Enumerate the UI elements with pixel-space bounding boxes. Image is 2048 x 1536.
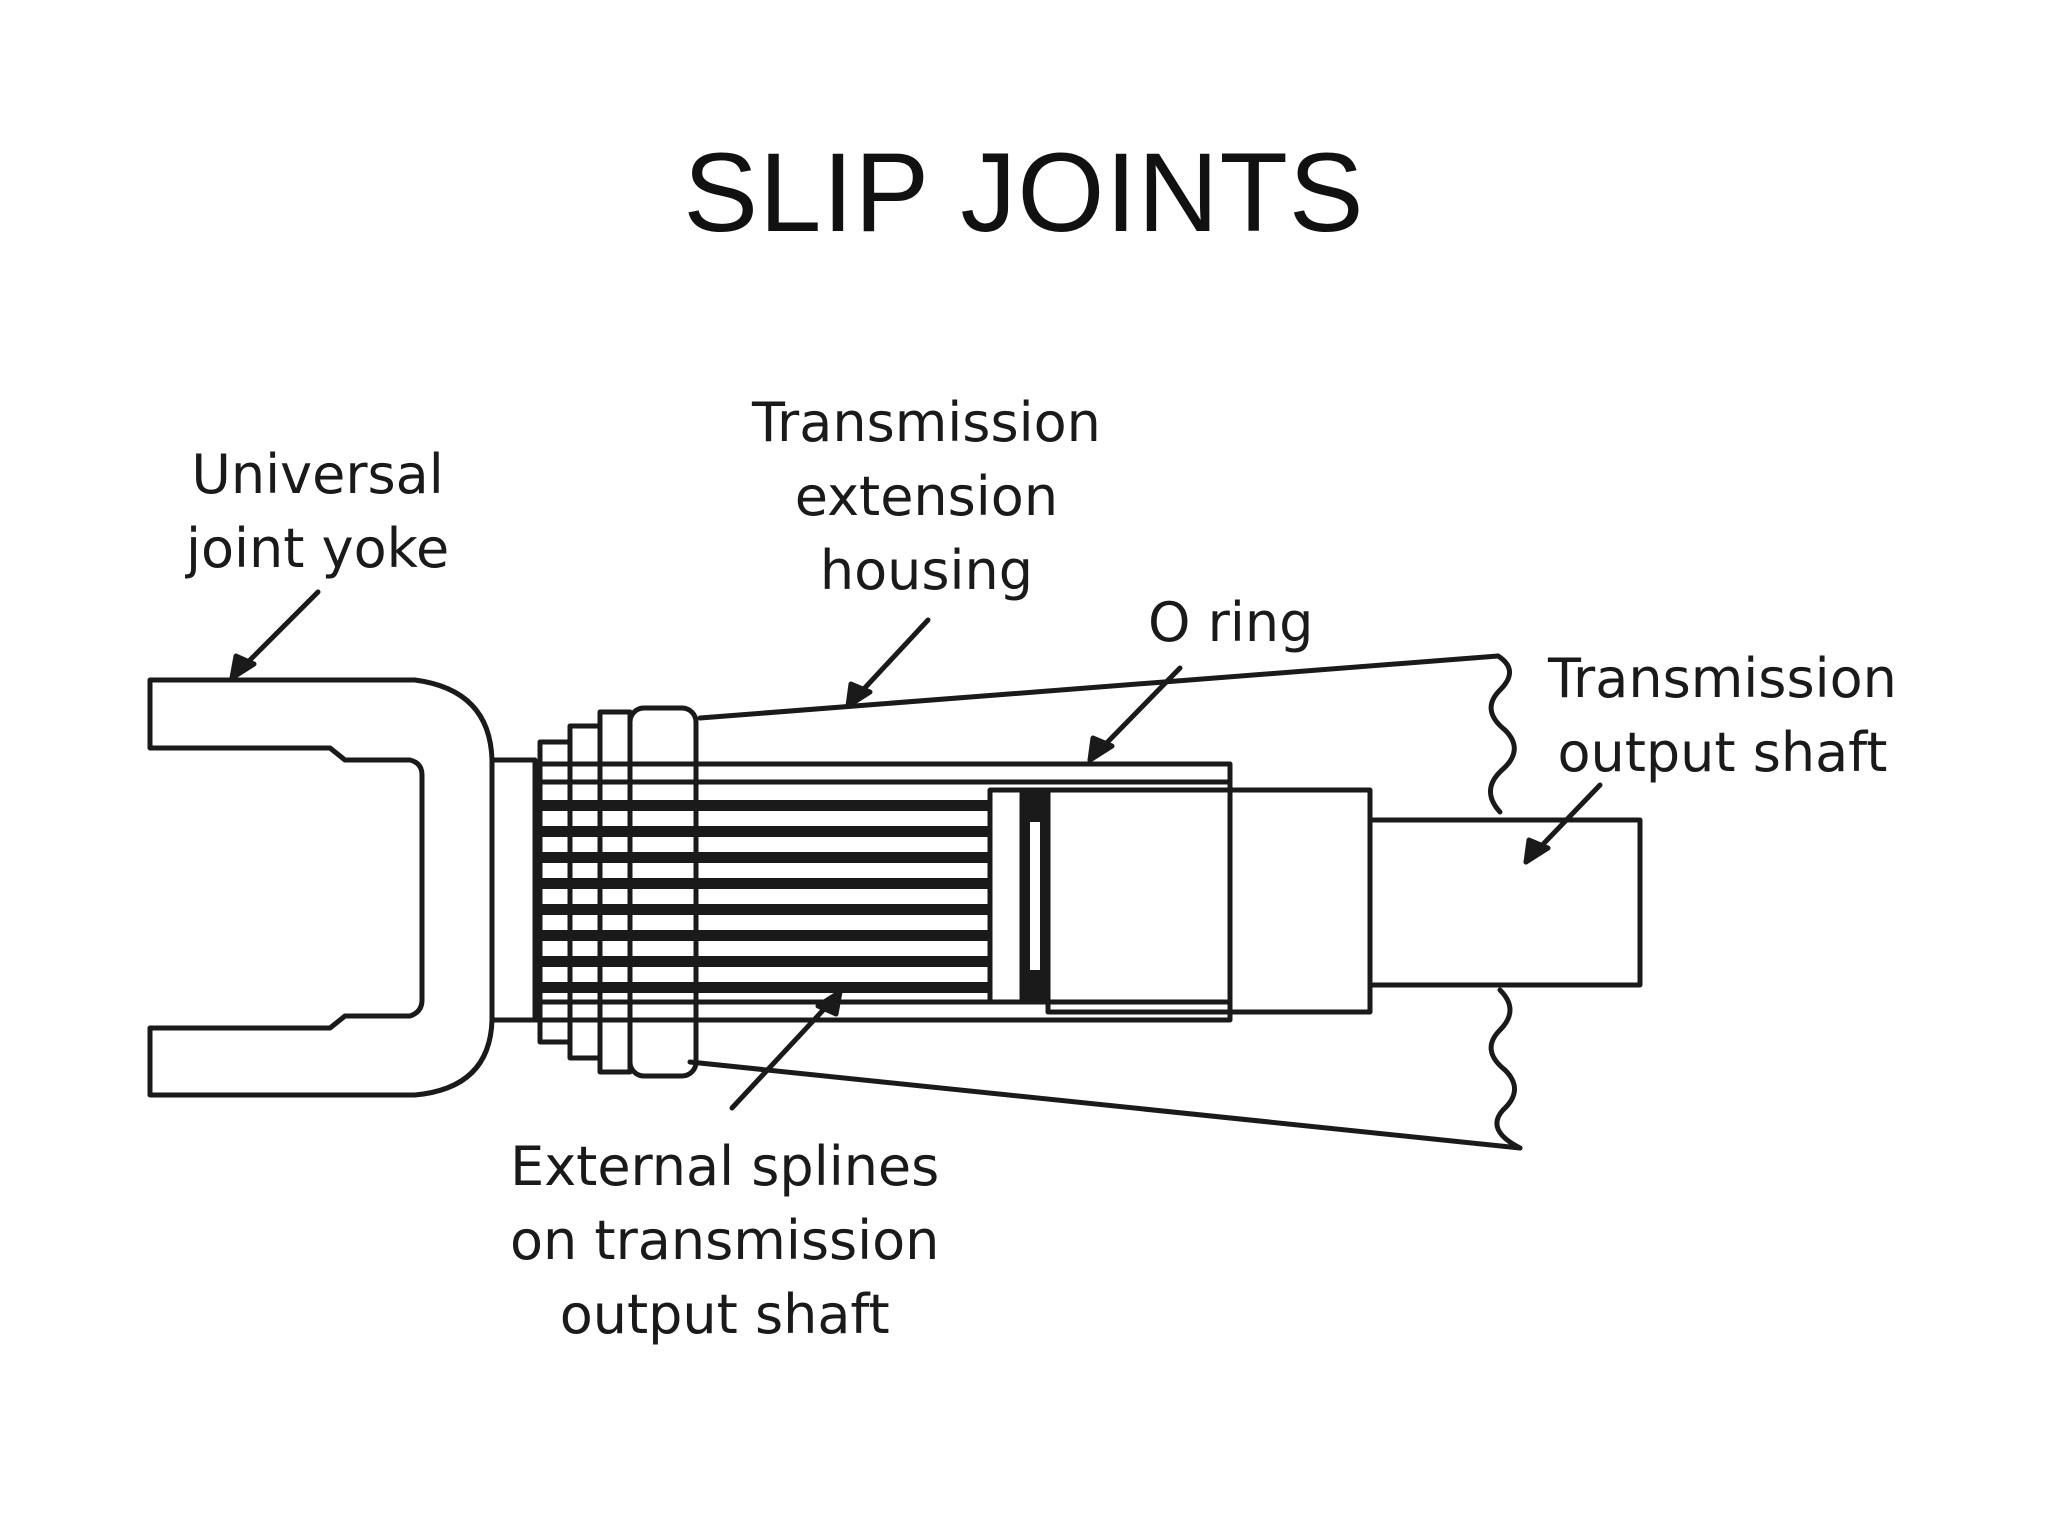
output-shaft-small <box>1367 817 1643 988</box>
external-splines <box>540 800 990 993</box>
slide-title: SLIP JOINTS <box>683 130 1365 255</box>
label-line: output shaft <box>559 1282 890 1346</box>
label-line: housing <box>819 538 1033 602</box>
extension-housing <box>687 653 1523 1151</box>
o-ring <box>1019 787 1051 1005</box>
output-shaft-large <box>1045 787 1373 1015</box>
label-o-ring: O ring <box>1148 586 1313 660</box>
label-line: extension <box>794 464 1059 528</box>
label-external-splines: External splines on transmission output … <box>510 1130 939 1352</box>
label-line: on transmission <box>510 1208 940 1272</box>
slip-yoke-sleeve <box>532 761 1233 1023</box>
label-line: Transmission <box>1548 647 1897 710</box>
label-universal-joint-yoke: Universal joint yoke <box>186 438 449 586</box>
label-line: External splines <box>510 1135 940 1198</box>
label-line: output shaft <box>1557 720 1888 784</box>
label-line: Transmission <box>752 391 1101 454</box>
label-line: joint yoke <box>186 516 450 580</box>
label-line: O ring <box>1148 591 1314 654</box>
yoke-neck <box>489 757 538 1023</box>
label-line: Universal <box>191 443 444 506</box>
universal-joint-yoke <box>147 677 495 1098</box>
label-transmission-extension-housing: Transmission extension housing <box>752 386 1101 608</box>
leader-arrows <box>229 589 1603 1111</box>
retainer-collar <box>987 787 1025 1005</box>
label-transmission-output-shaft: Transmission output shaft <box>1548 642 1897 790</box>
